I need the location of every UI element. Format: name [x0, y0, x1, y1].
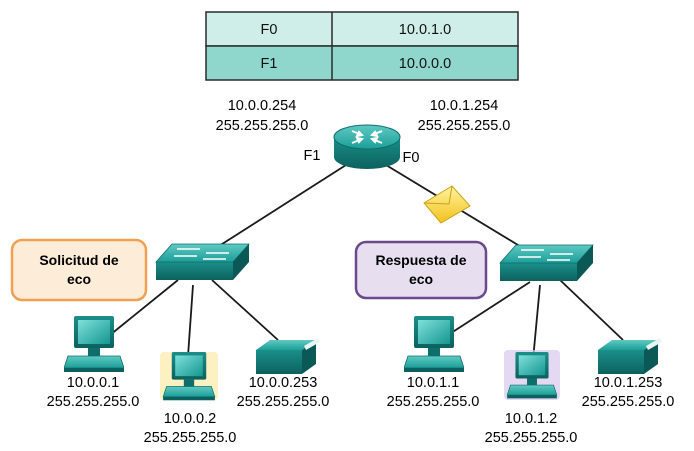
echo-request-line-1: Solicitud de: [39, 252, 119, 268]
link-left-switch-h1: [109, 279, 179, 336]
routing-table-interface: F0: [261, 22, 278, 38]
link-left-switch-h3: [211, 279, 279, 341]
routing-table-network: 10.0.0.0: [399, 56, 451, 72]
router-icon: [333, 124, 401, 169]
link-right-switch-h6: [559, 279, 624, 341]
link-right-switch-h5: [532, 284, 541, 361]
routing-table-interface: F1: [261, 56, 278, 72]
network-links: [109, 164, 624, 361]
router-f0-ip: 10.0.1.254: [430, 98, 499, 114]
host-ip: 10.0.0.2: [164, 411, 216, 427]
router-f0-label: F0: [403, 150, 420, 166]
link-right-switch-h4: [447, 281, 531, 336]
host-ip: 10.0.1.2: [505, 411, 557, 427]
pc-icon: [64, 316, 124, 373]
routing-table-network: 10.0.1.0: [399, 22, 451, 38]
routing-table-row-1: [205, 11, 519, 47]
host-ip: 10.0.1.1: [407, 375, 459, 391]
echo-reply-line-2: eco: [409, 271, 433, 287]
echo-reply-line-1: Respuesta de: [375, 252, 466, 268]
echo-reply-bubble: Respuesta de eco: [354, 240, 488, 300]
router-f1-ip: 10.0.0.254: [228, 98, 297, 114]
routing-table-row-2: [205, 45, 519, 81]
packet-envelope-icon: [423, 185, 471, 224]
printer-icon: [598, 338, 662, 374]
host-mask: 255.255.255.0: [47, 394, 140, 410]
host-mask: 255.255.255.0: [144, 430, 237, 446]
echo-request-line-2: eco: [67, 271, 91, 287]
host-mask: 255.255.255.0: [485, 430, 578, 446]
pc-icon: [404, 316, 464, 373]
link-left-switch-h2: [187, 284, 194, 357]
router-f0-mask: 255.255.255.0: [418, 118, 511, 134]
echo-request-bubble: Solicitud de eco: [10, 238, 148, 302]
host-mask: 255.255.255.0: [237, 394, 330, 410]
host-mask: 255.255.255.0: [582, 394, 675, 410]
printer-icon: [256, 338, 320, 374]
host-ip: 10.0.1.253: [594, 375, 663, 391]
router-f1-mask: 255.255.255.0: [216, 118, 309, 134]
host-ip: 10.0.0.253: [249, 375, 318, 391]
host-mask: 255.255.255.0: [387, 394, 480, 410]
host-ip: 10.0.0.1: [67, 375, 119, 391]
router-f1-label: F1: [304, 148, 321, 164]
right-switch-icon: [499, 244, 594, 281]
left-switch-icon: [155, 243, 250, 280]
routing-table: F0 10.0.1.0 F1 10.0.0.0: [205, 11, 519, 81]
